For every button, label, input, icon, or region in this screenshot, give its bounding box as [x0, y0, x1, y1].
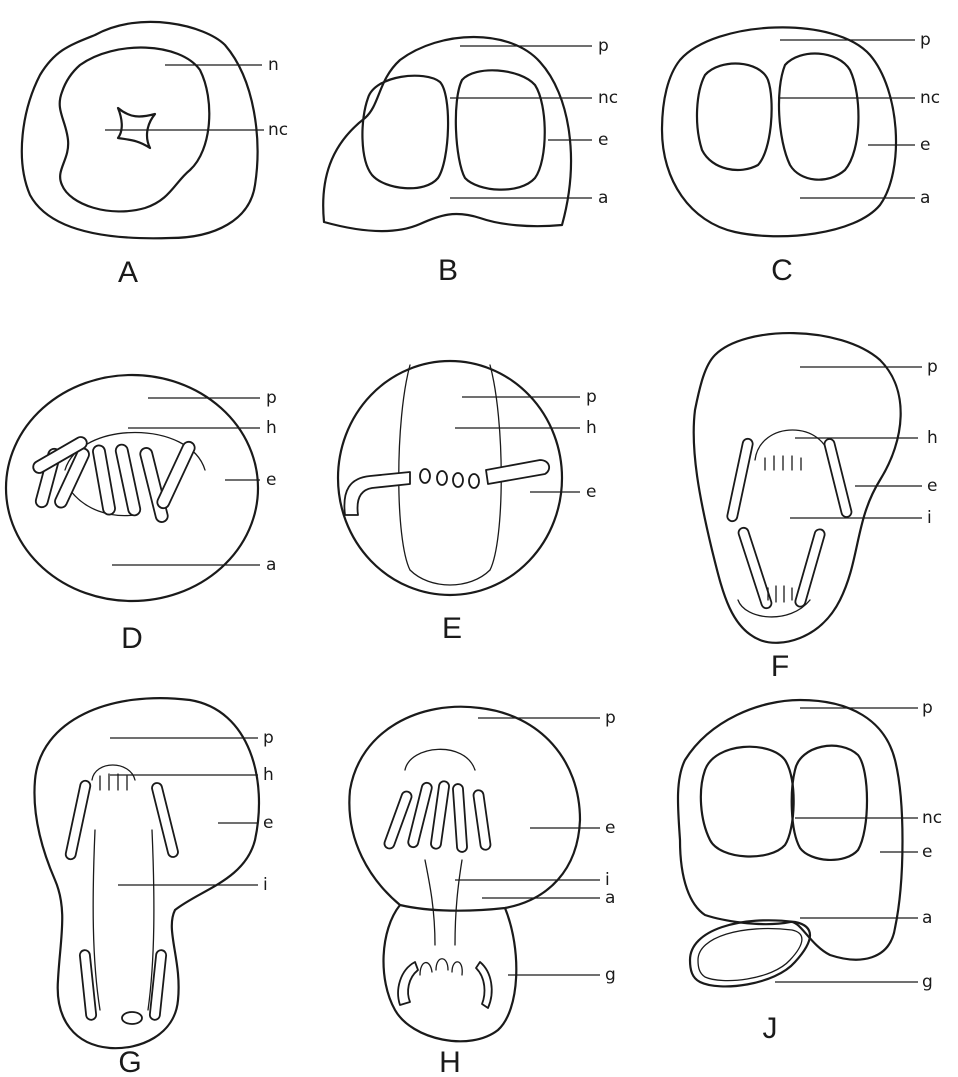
label-i: i	[263, 875, 268, 895]
label-h: h	[266, 418, 277, 438]
nucleolus-star	[118, 108, 155, 148]
nucleus-left	[697, 64, 772, 170]
label-e: e	[263, 813, 273, 833]
label-e: e	[598, 130, 608, 150]
label-nc: nc	[920, 88, 940, 108]
label-e: e	[922, 842, 932, 862]
label-i: i	[927, 508, 932, 528]
spindle-hood	[92, 765, 135, 780]
caption-a: A	[118, 256, 138, 289]
spindle-bottom	[410, 570, 490, 585]
label-nc: nc	[268, 120, 288, 140]
label-p: p	[586, 387, 597, 407]
caption-g: G	[118, 1046, 141, 1077]
caption-d: D	[121, 622, 143, 655]
caption-e: E	[442, 612, 462, 645]
label-p: p	[920, 30, 931, 50]
label-nc: nc	[922, 808, 942, 828]
label-p: p	[605, 708, 616, 728]
chromosomes	[726, 438, 852, 610]
nucleus-right	[792, 746, 867, 860]
label-a: a	[266, 555, 276, 575]
label-a: a	[605, 888, 615, 908]
caption-b: B	[438, 254, 458, 287]
label-e: e	[920, 135, 930, 155]
label-e: e	[266, 470, 276, 490]
label-g: g	[922, 972, 933, 992]
chromosomes	[31, 435, 197, 524]
spindle-hood	[405, 749, 475, 770]
nucleus-right	[779, 54, 858, 180]
chromosomes	[65, 774, 179, 1024]
label-h: h	[263, 765, 274, 785]
label-p: p	[266, 388, 277, 408]
caption-c: C	[771, 254, 793, 287]
panel-e: p h e E	[338, 361, 597, 645]
label-p: p	[927, 357, 938, 377]
panel-f: p h e i F	[694, 333, 938, 683]
nucleus-right	[456, 70, 545, 189]
cell-outline	[34, 698, 259, 1048]
label-i: i	[605, 870, 610, 890]
spindle-left	[399, 365, 410, 570]
label-nc: nc	[598, 88, 618, 108]
spindle-left	[425, 860, 435, 945]
label-a: a	[598, 188, 608, 208]
panel-c: p nc e a C	[662, 27, 940, 287]
spindle-left	[93, 830, 100, 1010]
panel-d: p h e a D	[6, 375, 277, 655]
caption-h: H	[439, 1046, 461, 1077]
caption-j: J	[763, 1012, 778, 1045]
gemmule-inner	[698, 929, 802, 981]
panel-h: p e i a g H	[349, 707, 615, 1077]
label-e: e	[927, 476, 937, 496]
label-a: a	[922, 908, 932, 928]
spindle-right	[455, 860, 462, 945]
chromosomes	[383, 781, 492, 1008]
nucleus-left	[701, 747, 794, 857]
panel-b: p nc e a B	[323, 36, 618, 287]
label-e: e	[605, 818, 615, 838]
label-p: p	[922, 698, 933, 718]
panel-j: p nc e a g J	[678, 698, 942, 1045]
panel-g: p h e i G	[34, 698, 273, 1077]
label-a: a	[920, 188, 930, 208]
caption-f: F	[771, 650, 789, 683]
label-n: n	[268, 55, 279, 75]
label-g: g	[605, 965, 616, 985]
panel-a: n nc A	[22, 22, 288, 289]
label-p: p	[598, 36, 609, 56]
spindle-hood	[755, 430, 830, 460]
label-p: p	[263, 728, 274, 748]
nucleus-left	[362, 76, 448, 189]
label-e: e	[586, 482, 596, 502]
chromosomes	[344, 460, 549, 515]
label-h: h	[927, 428, 938, 448]
label-h: h	[586, 418, 597, 438]
